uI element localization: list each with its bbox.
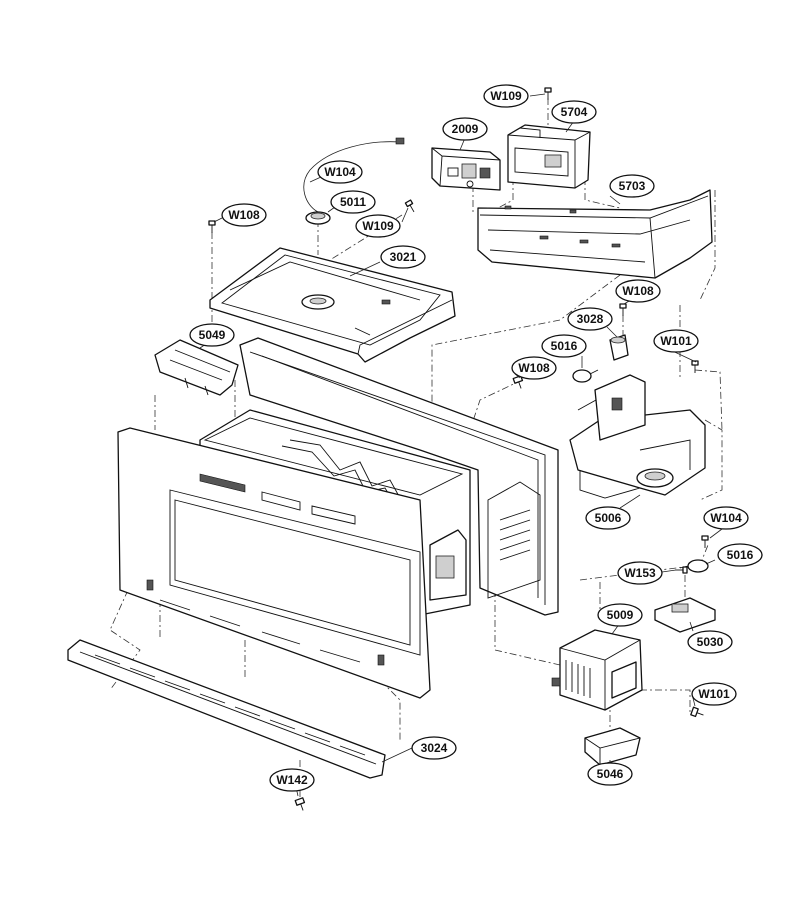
thermostat-5016-right — [679, 559, 709, 573]
top-plate-3021 — [209, 247, 456, 363]
bracket-5703 — [477, 189, 713, 279]
lamp-3028 — [609, 334, 629, 361]
svg-text:W101: W101 — [660, 334, 692, 348]
callout-5016-top: 5016 — [541, 334, 587, 358]
grille-slots — [94, 654, 366, 756]
callout-3024: 3024 — [411, 736, 457, 760]
svg-text:W108: W108 — [518, 361, 550, 375]
thermostat-5016-upper — [572, 369, 599, 383]
callout-w153: W153 — [617, 561, 663, 585]
svg-text:5704: 5704 — [561, 105, 588, 119]
svg-text:W108: W108 — [622, 284, 654, 298]
callout-5030: 5030 — [687, 630, 733, 654]
callout-w109-top: W109 — [483, 84, 529, 108]
cooling-fins — [565, 660, 591, 698]
callout-w108-left: W108 — [221, 203, 267, 227]
svg-text:3028: 3028 — [577, 312, 604, 326]
leader-lines — [199, 93, 727, 797]
block-5046 — [584, 727, 641, 766]
callout-5704: 5704 — [551, 100, 597, 124]
svg-text:2009: 2009 — [452, 122, 479, 136]
svg-text:5009: 5009 — [607, 608, 634, 622]
svg-text:5006: 5006 — [595, 511, 622, 525]
callout-w101-bottom: W101 — [691, 682, 737, 706]
svg-text:5046: 5046 — [597, 767, 624, 781]
callout-w104-top: W104 — [317, 160, 363, 184]
svg-text:W109: W109 — [490, 89, 522, 103]
grille-3024 — [67, 639, 386, 779]
svg-text:W104: W104 — [710, 511, 742, 525]
svg-text:5016: 5016 — [727, 548, 754, 562]
bracket-5030 — [654, 597, 716, 633]
svg-text:W142: W142 — [276, 773, 308, 787]
svg-text:5030: 5030 — [697, 635, 724, 649]
magnetron-5009 — [551, 629, 643, 711]
callout-w108-right: W108 — [615, 279, 661, 303]
assembly-5006 — [569, 374, 706, 499]
svg-text:3024: 3024 — [421, 741, 448, 755]
callout-5006: 5006 — [585, 506, 631, 530]
callouts: W109 5704 2009 W104 5011 W109 W108 5703 … — [189, 84, 763, 792]
callout-5046: 5046 — [587, 762, 633, 786]
callout-2009: 2009 — [442, 117, 488, 141]
callout-5049: 5049 — [189, 323, 235, 347]
callout-w104-right: W104 — [703, 506, 749, 530]
svg-text:5016: 5016 — [551, 339, 578, 353]
board-2009 — [431, 147, 501, 191]
callout-3021: 3021 — [380, 245, 426, 269]
svg-text:W108: W108 — [228, 208, 260, 222]
svg-text:W109: W109 — [362, 219, 394, 233]
callout-5011: 5011 — [330, 190, 376, 214]
callout-w101-top: W101 — [653, 329, 699, 353]
callout-w142: W142 — [269, 768, 315, 792]
svg-text:W101: W101 — [698, 687, 730, 701]
callout-w108-mid: W108 — [511, 356, 557, 380]
assembly-guide-lines — [109, 98, 723, 800]
svg-text:W153: W153 — [624, 566, 656, 580]
callout-3028: 3028 — [567, 307, 613, 331]
callout-5009: 5009 — [597, 603, 643, 627]
svg-text:5703: 5703 — [619, 179, 646, 193]
callout-5703: 5703 — [609, 174, 655, 198]
box-5704 — [507, 124, 591, 189]
vent-grid — [499, 509, 531, 561]
svg-text:3021: 3021 — [390, 250, 417, 264]
svg-text:W104: W104 — [324, 165, 356, 179]
callout-5016-right: 5016 — [717, 543, 763, 567]
front-frame — [117, 427, 431, 699]
bracket-5049 — [154, 339, 239, 396]
svg-text:5011: 5011 — [340, 195, 366, 209]
svg-text:5049: 5049 — [199, 328, 226, 342]
fan-motor-5011 — [303, 137, 405, 225]
screws — [208, 87, 709, 811]
callout-w109-mid: W109 — [355, 214, 401, 238]
